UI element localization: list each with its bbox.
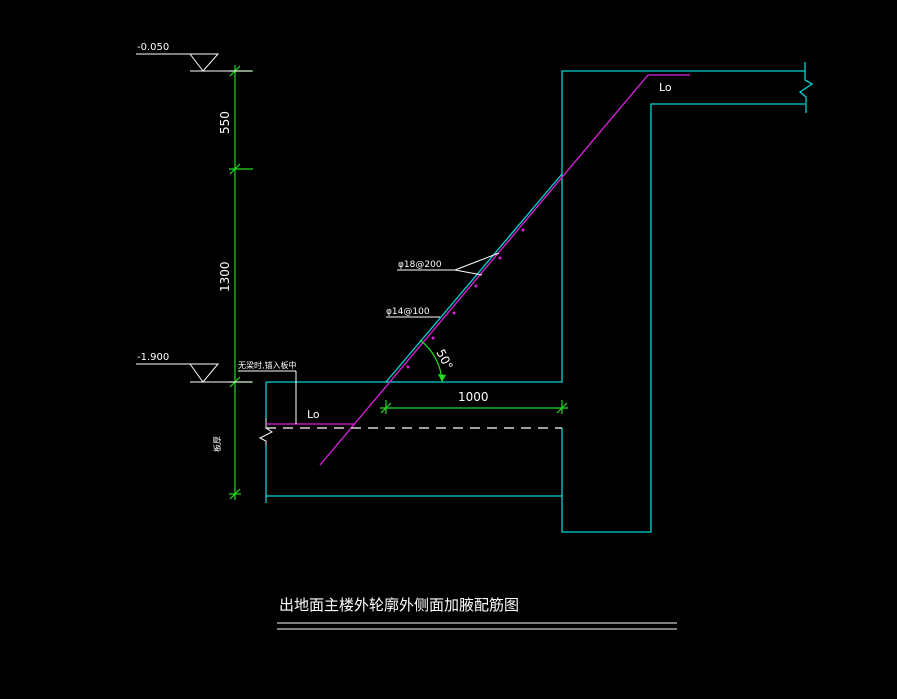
concrete-outline (265, 62, 814, 533)
dim-upper-label: 550 (218, 111, 232, 134)
dim-lower-label: 1300 (218, 261, 232, 292)
rebar-lines (266, 74, 690, 466)
note-side-label: 板厚 (212, 436, 222, 452)
anchor-top-label: Lo (659, 81, 672, 94)
level-marks (136, 53, 252, 383)
level-mid-label: -1.900 (137, 352, 169, 363)
level-top-label: -0.050 (137, 42, 169, 53)
dim-horiz-label: 1000 (458, 390, 489, 404)
rebar-main-label: φ18@200 (398, 260, 442, 270)
anchor-bottom-label: Lo (307, 408, 320, 421)
dimension-lines (229, 65, 568, 500)
rebar-dots (406, 228, 525, 369)
note-top-label: 无梁时,锚入板中 (238, 360, 297, 370)
break-mark-left (258, 418, 273, 446)
drawing-title: 出地面主楼外轮廓外侧面加腋配筋图 (279, 596, 519, 614)
leader-lines (238, 252, 500, 424)
angle-label: 50° (433, 347, 455, 372)
rebar-dist-label: φ14@100 (386, 307, 430, 317)
